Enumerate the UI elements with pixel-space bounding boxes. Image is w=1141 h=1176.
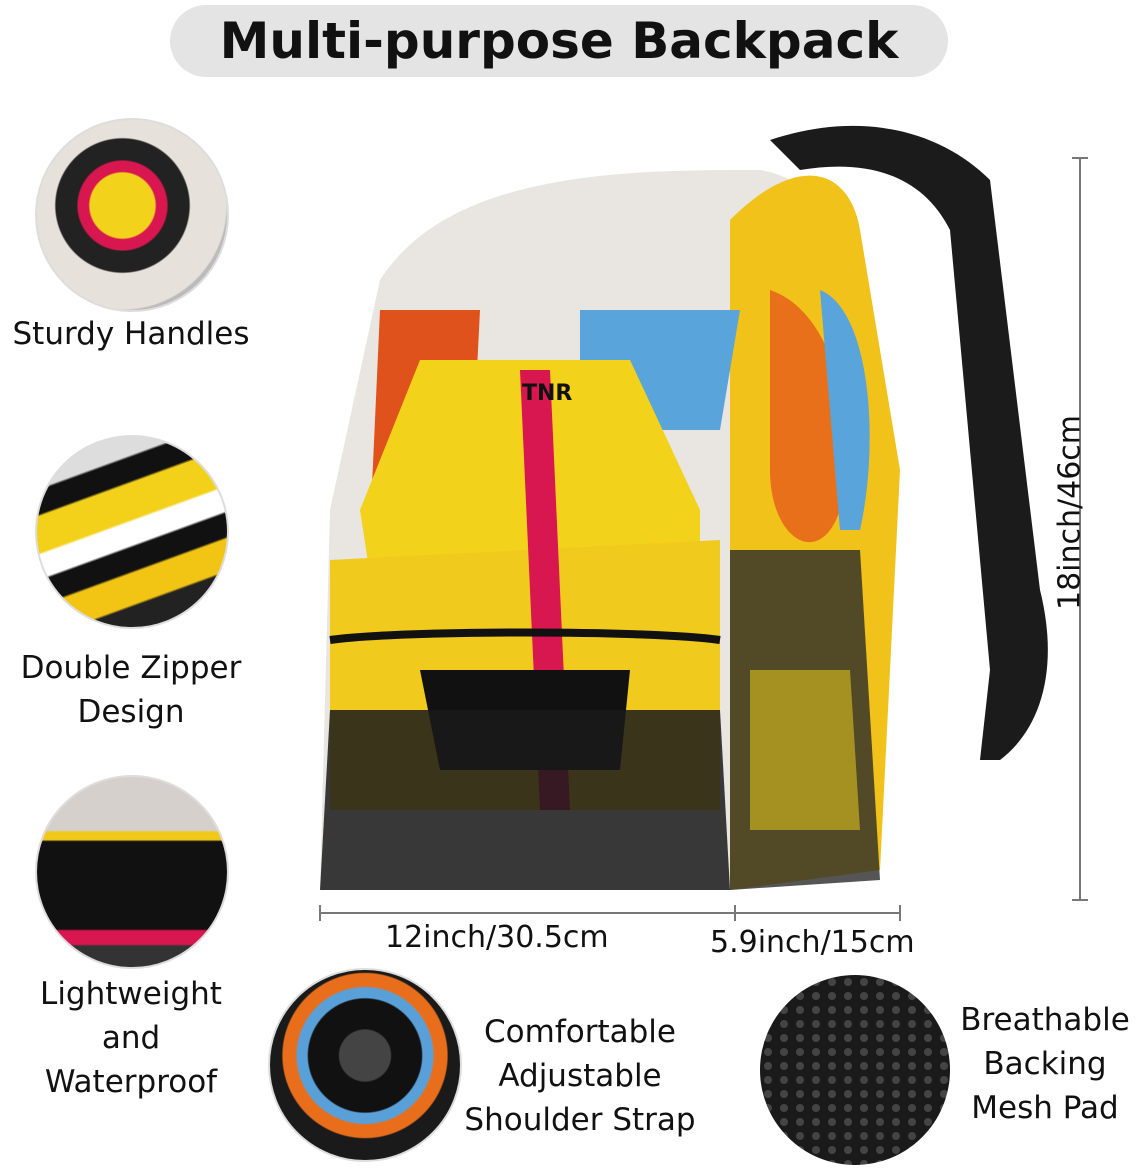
- strap-label-line: Adjustable: [498, 1058, 662, 1094]
- strap-detail-image: [268, 968, 462, 1162]
- waterproof-detail-image: [35, 775, 229, 969]
- zipper-label-line: Design: [77, 694, 185, 730]
- zipper-label-line: Double Zipper: [20, 650, 242, 686]
- feature-label-mesh: Breathable Backing Mesh Pad: [945, 998, 1141, 1130]
- mesh-label-line: Mesh Pad: [971, 1090, 1119, 1126]
- height-dimension: 18inch/46cm: [1052, 414, 1088, 611]
- waterproof-label-line: Waterproof: [44, 1064, 218, 1100]
- feature-label-waterproof: Lightweight and Waterproof: [0, 972, 262, 1104]
- zipper-detail-image: [35, 435, 229, 629]
- waterproof-label-line: Lightweight: [40, 976, 222, 1012]
- shoulder-strap: [770, 125, 1048, 760]
- backpack-illustration: TNR: [320, 125, 1048, 891]
- page-title: Multi-purpose Backpack: [170, 5, 948, 77]
- print-text: TNR: [522, 381, 572, 406]
- mesh-label-line: Breathable: [960, 1002, 1130, 1038]
- waterproof-label-line: and: [101, 1020, 161, 1056]
- depth-dimension: 5.9inch/15cm: [710, 925, 915, 960]
- mesh-label-line: Backing: [983, 1046, 1107, 1082]
- handles-detail-image: [35, 118, 229, 312]
- feature-label-zipper: Double Zipper Design: [0, 646, 262, 734]
- strap-label-line: Comfortable: [484, 1014, 676, 1050]
- feature-label-strap: Comfortable Adjustable Shoulder Strap: [450, 1010, 710, 1142]
- strap-label-line: Shoulder Strap: [464, 1102, 696, 1138]
- mesh-detail-image: [760, 975, 950, 1165]
- feature-label-handles: Sturdy Handles: [12, 316, 250, 352]
- width-dimension: 12inch/30.5cm: [385, 920, 609, 955]
- front-zipper: [329, 628, 721, 644]
